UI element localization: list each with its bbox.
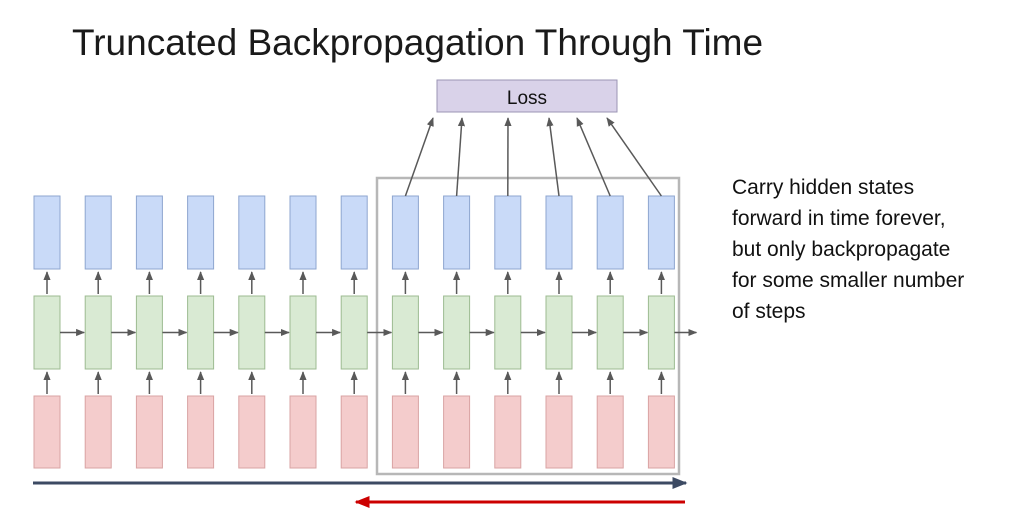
timestep	[135, 195, 188, 469]
hidden-node	[443, 295, 471, 370]
output-node	[84, 195, 112, 270]
output-to-loss-arrow	[576, 117, 611, 197]
hidden-node	[84, 295, 112, 370]
input-node	[340, 395, 368, 469]
input-node	[494, 395, 522, 469]
output-node	[596, 195, 624, 270]
input-node	[289, 395, 317, 469]
timestep	[647, 195, 698, 469]
input-node	[84, 395, 112, 469]
hidden-node	[391, 295, 419, 370]
truncation-window	[375, 176, 681, 476]
hidden-node	[289, 295, 317, 370]
hidden-node	[135, 295, 163, 370]
output-to-loss-arrow	[404, 117, 434, 197]
input-node	[596, 395, 624, 469]
input-node	[238, 395, 266, 469]
timestep	[494, 195, 546, 469]
hidden-node	[545, 295, 573, 370]
timestep	[596, 195, 649, 469]
timestep	[443, 195, 495, 469]
hidden-node	[340, 295, 368, 370]
side-note-line: Carry hidden states	[732, 176, 915, 199]
side-note-line: for some smaller number	[732, 269, 965, 292]
output-to-loss-arrow	[606, 117, 663, 197]
hidden-node	[33, 295, 61, 370]
output-to-loss-arrow	[546, 117, 560, 197]
output-node	[187, 195, 215, 270]
input-node	[33, 395, 61, 469]
timestep	[391, 195, 444, 469]
output-node	[33, 195, 61, 270]
slide-title: Truncated Backpropagation Through Time	[72, 22, 764, 63]
input-node	[187, 395, 215, 469]
hidden-node	[187, 295, 215, 370]
side-note-line: forward in time forever,	[732, 207, 946, 230]
side-note-line: of steps	[732, 300, 806, 323]
input-node	[647, 395, 675, 469]
timestep	[545, 195, 598, 469]
timestep	[33, 195, 86, 469]
output-node	[135, 195, 163, 270]
timestep-cells	[33, 195, 698, 469]
output-node	[289, 195, 317, 270]
output-node	[340, 195, 368, 270]
loss-box: Loss	[436, 79, 618, 113]
hidden-node	[647, 295, 675, 370]
hidden-node	[494, 295, 522, 370]
output-node	[443, 195, 471, 270]
output-node	[545, 195, 573, 270]
loss-label: Loss	[507, 88, 547, 109]
timestep	[238, 195, 290, 469]
side-note: Carry hidden states forward in time fore…	[732, 172, 1017, 327]
output-node	[391, 195, 419, 270]
output-node	[238, 195, 266, 270]
loss-arrows	[404, 117, 663, 197]
hidden-node	[238, 295, 266, 370]
hidden-node	[596, 295, 624, 370]
timestep	[289, 195, 342, 469]
output-to-loss-arrow	[455, 117, 466, 197]
input-node	[443, 395, 471, 469]
output-node	[647, 195, 675, 270]
input-node	[545, 395, 573, 469]
input-node	[391, 395, 419, 469]
input-node	[135, 395, 163, 469]
timestep	[340, 195, 393, 469]
timestep	[84, 195, 137, 469]
side-note-line: but only backpropagate	[732, 238, 951, 261]
timestep	[187, 195, 239, 469]
output-node	[494, 195, 522, 270]
